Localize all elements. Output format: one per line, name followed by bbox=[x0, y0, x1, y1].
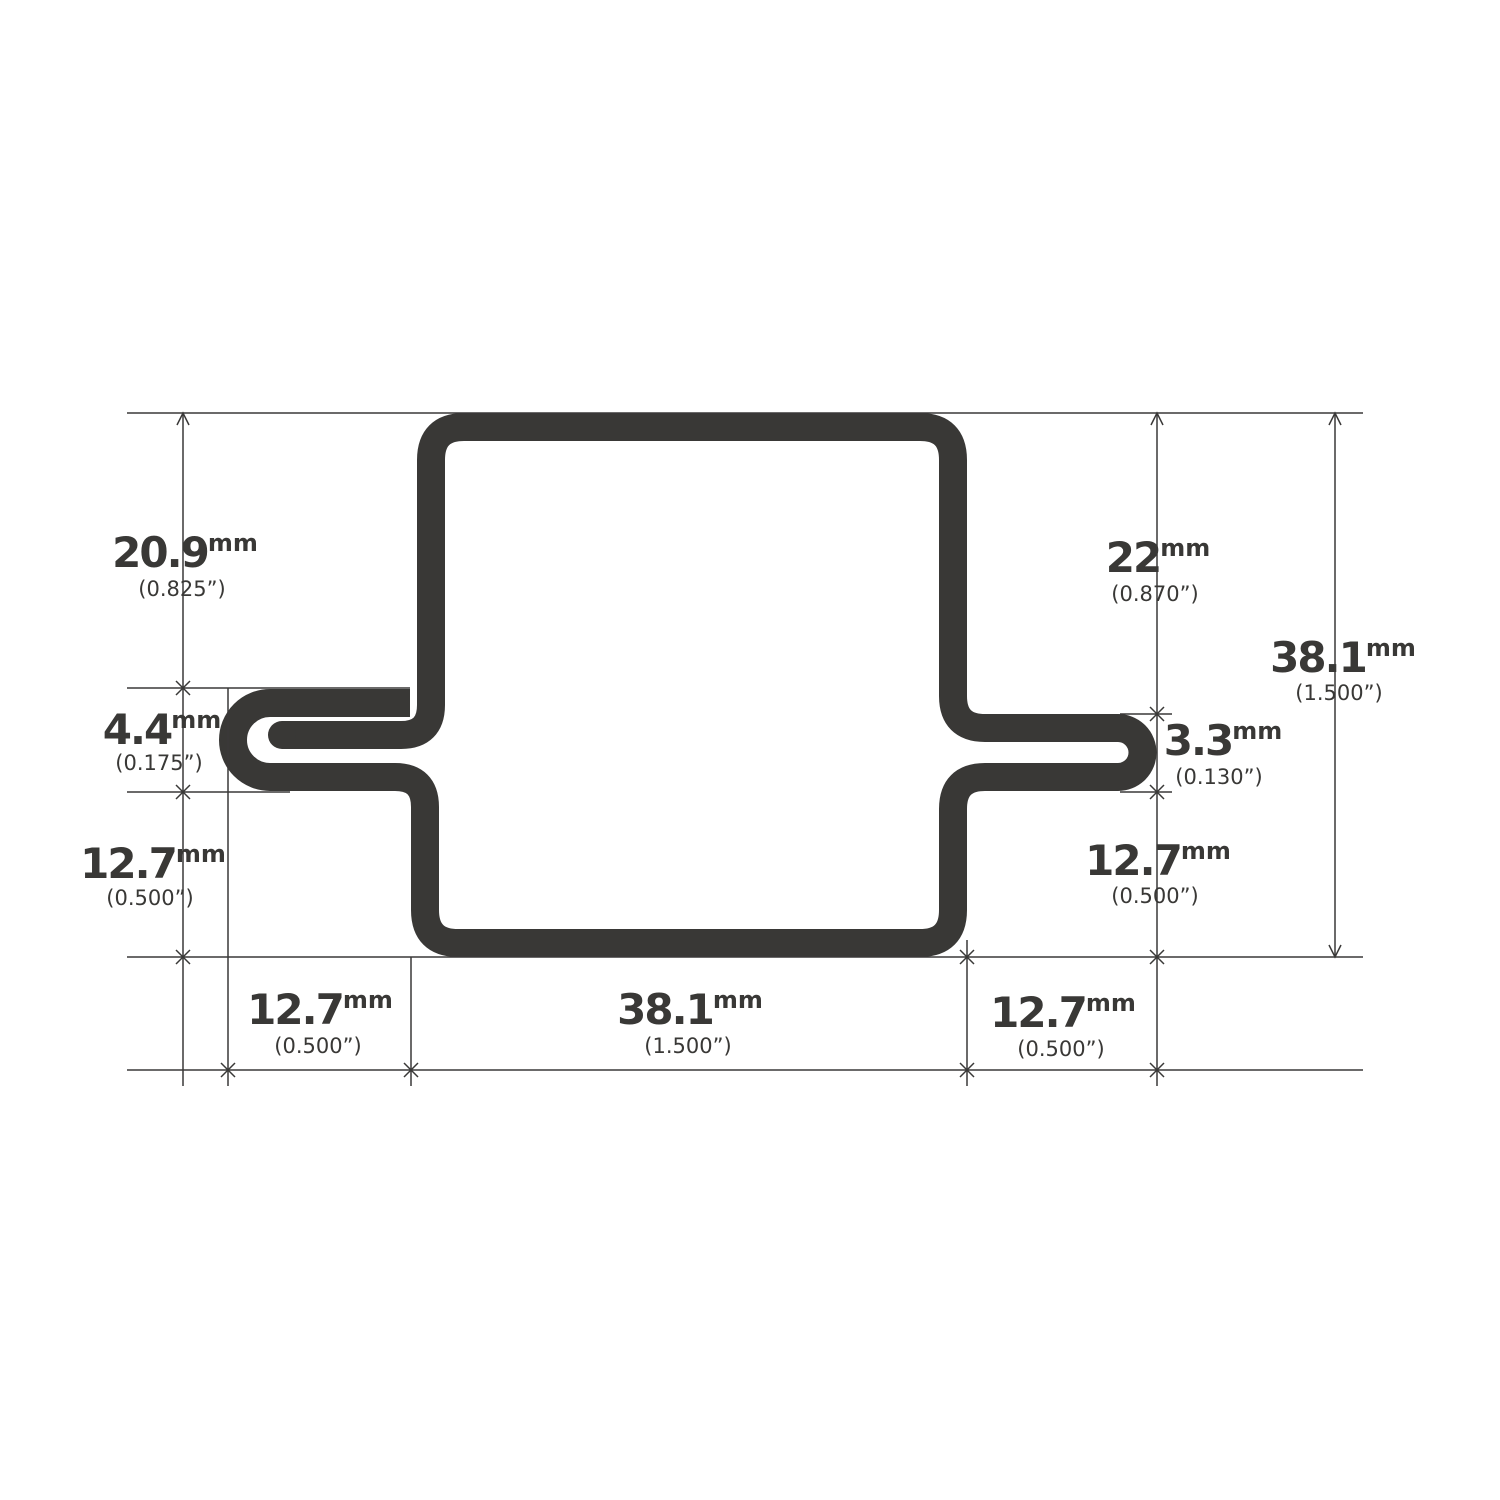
channel-profile bbox=[219, 413, 1157, 957]
svg-text:(0.500”): (0.500”) bbox=[274, 1034, 361, 1058]
svg-text:20.9mm: 20.9mm bbox=[112, 528, 258, 577]
svg-text:12.7mm: 12.7mm bbox=[80, 839, 226, 888]
svg-text:38.1mm: 38.1mm bbox=[617, 985, 763, 1034]
dim-left-bottom-height: 12.7mm (0.500”) bbox=[80, 839, 226, 910]
dim-right-bottom-height: 12.7mm (0.500”) bbox=[1085, 836, 1231, 908]
svg-text:(0.500”): (0.500”) bbox=[1017, 1037, 1104, 1061]
profile-outline bbox=[219, 413, 1157, 957]
dim-bottom-right-width: 12.7mm (0.500”) bbox=[990, 988, 1136, 1061]
dim-left-top-height: 20.9mm (0.825”) bbox=[112, 528, 258, 601]
svg-text:(0.500”): (0.500”) bbox=[1111, 884, 1198, 908]
svg-text:(0.130”): (0.130”) bbox=[1175, 765, 1262, 789]
svg-text:3.3mm: 3.3mm bbox=[1164, 716, 1282, 765]
svg-text:12.7mm: 12.7mm bbox=[247, 985, 393, 1034]
dim-right-tab-height: 3.3mm (0.130”) bbox=[1164, 716, 1282, 789]
svg-text:12.7mm: 12.7mm bbox=[990, 988, 1136, 1037]
dimension-lines bbox=[127, 411, 1363, 1086]
svg-text:22mm: 22mm bbox=[1106, 533, 1210, 582]
svg-text:12.7mm: 12.7mm bbox=[1085, 836, 1231, 885]
svg-text:4.4mm: 4.4mm bbox=[103, 705, 221, 754]
dim-right-top-height: 22mm (0.870”) bbox=[1106, 533, 1210, 606]
svg-text:(1.500”): (1.500”) bbox=[1295, 681, 1382, 705]
svg-text:(0.825”): (0.825”) bbox=[138, 577, 225, 601]
svg-text:38.1mm: 38.1mm bbox=[1270, 633, 1416, 682]
dim-bottom-left-width: 12.7mm (0.500”) bbox=[247, 985, 393, 1058]
svg-text:(1.500”): (1.500”) bbox=[644, 1034, 731, 1058]
svg-text:(0.500”): (0.500”) bbox=[106, 886, 193, 910]
svg-text:(0.175”): (0.175”) bbox=[115, 751, 202, 775]
dimension-labels: 20.9mm (0.825”) 4.4mm (0.175”) 12.7mm (0… bbox=[80, 528, 1416, 1061]
dim-left-tab-height: 4.4mm (0.175”) bbox=[103, 705, 221, 775]
dim-overall-height: 38.1mm (1.500”) bbox=[1270, 633, 1416, 705]
dim-bottom-center-width: 38.1mm (1.500”) bbox=[617, 985, 763, 1058]
svg-text:(0.870”): (0.870”) bbox=[1111, 582, 1198, 606]
fold-end bbox=[268, 721, 296, 749]
